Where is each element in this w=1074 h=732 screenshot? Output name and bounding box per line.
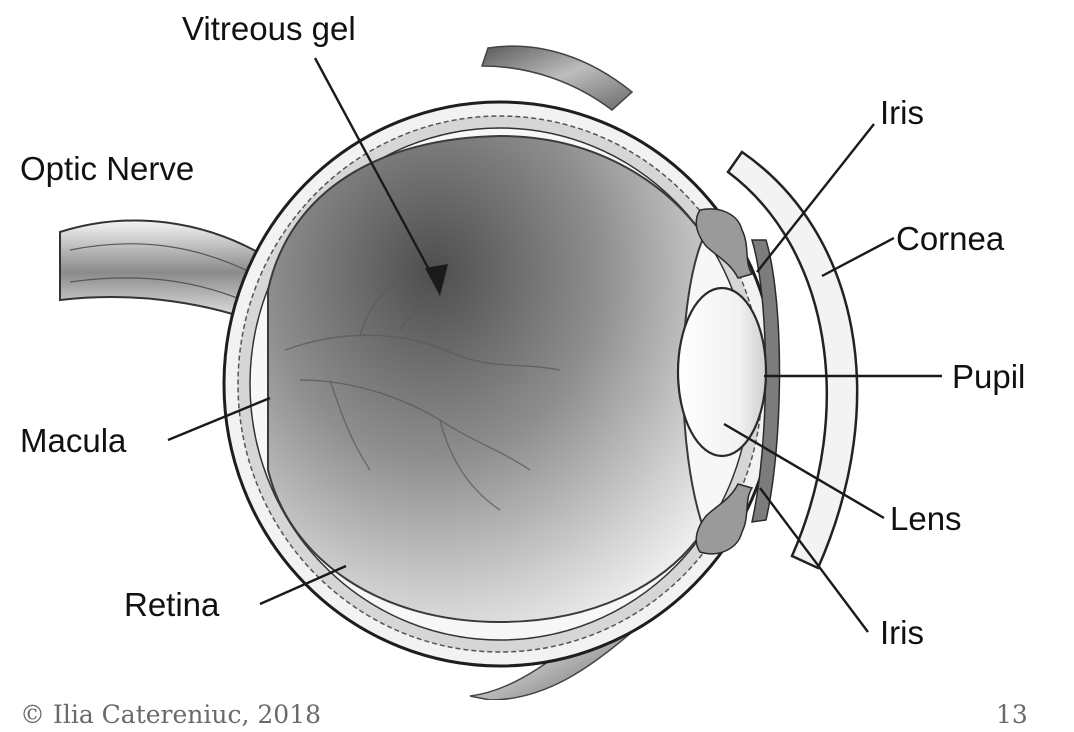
copyright-text: © Ilia Catereniuc, 2018	[20, 700, 321, 729]
eye-anatomy-diagram: Vitreous gel Optic Nerve Iris Cornea Pup…	[0, 0, 1074, 700]
muscle-top	[482, 46, 632, 110]
lens-shape	[678, 288, 766, 456]
label-vitreous-gel: Vitreous gel	[182, 10, 356, 47]
label-cornea: Cornea	[896, 220, 1005, 257]
label-lens: Lens	[890, 500, 962, 537]
slide-number: 13	[996, 700, 1028, 729]
label-retina: Retina	[124, 586, 220, 623]
vitreous-gel-shape	[268, 136, 704, 622]
label-iris-bottom: Iris	[880, 614, 924, 651]
label-optic-nerve: Optic Nerve	[20, 150, 194, 187]
leader-cornea	[822, 238, 894, 276]
label-iris-top: Iris	[880, 94, 924, 131]
label-macula: Macula	[20, 422, 127, 459]
label-pupil: Pupil	[952, 358, 1025, 395]
